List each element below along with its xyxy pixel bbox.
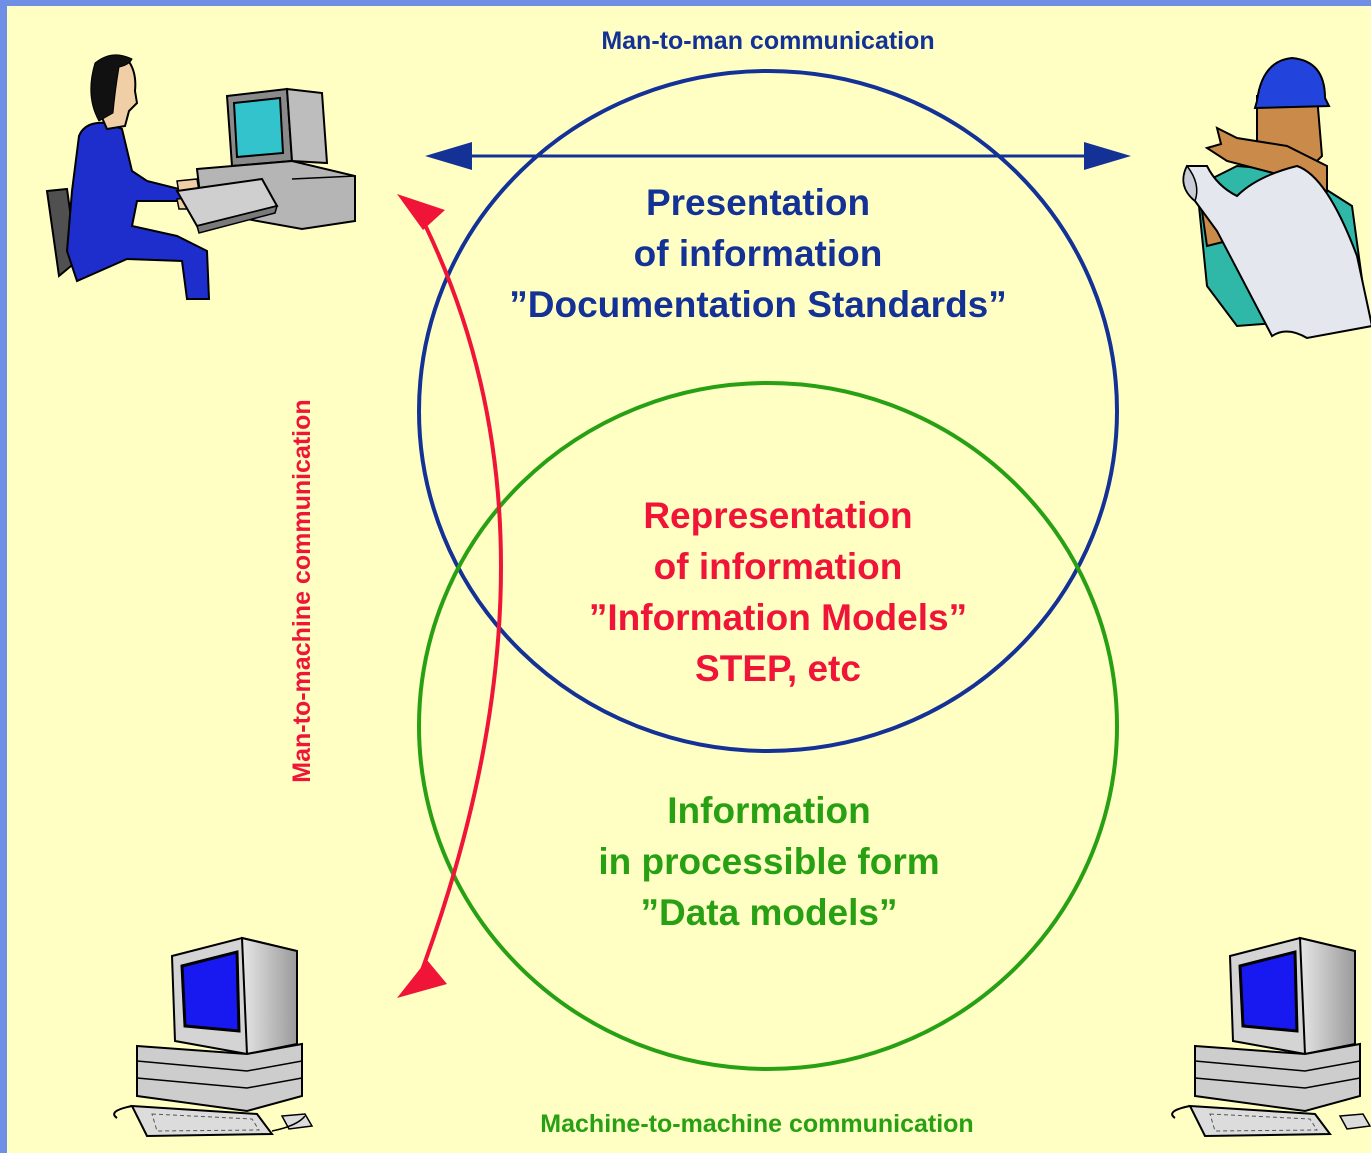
man-to-man-arrow — [425, 142, 1131, 170]
machine-to-machine-label: Machine-to-machine communication — [540, 1110, 974, 1138]
slide: Man-to-man communication Presentation of… — [7, 6, 1371, 1153]
presentation-title: Presentation of information ”Documentati… — [509, 182, 1007, 325]
diagram-canvas — [45, 54, 1371, 1138]
man-to-machine-label: Man-to-machine communication — [288, 399, 316, 783]
man-to-machine-arrow — [397, 194, 503, 998]
desktop-computer-icon — [1171, 936, 1371, 1138]
woman-at-computer-icon — [45, 54, 356, 300]
representation-title: Representation of information ”Informati… — [588, 495, 968, 689]
man-to-man-label: Man-to-man communication — [601, 27, 935, 55]
processible-circle — [417, 381, 1119, 1071]
engineer-with-blueprint-icon — [1182, 56, 1371, 340]
processible-title: Information in processible form ”Data mo… — [598, 790, 940, 933]
presentation-circle — [417, 69, 1119, 753]
desktop-computer-icon — [113, 936, 314, 1138]
